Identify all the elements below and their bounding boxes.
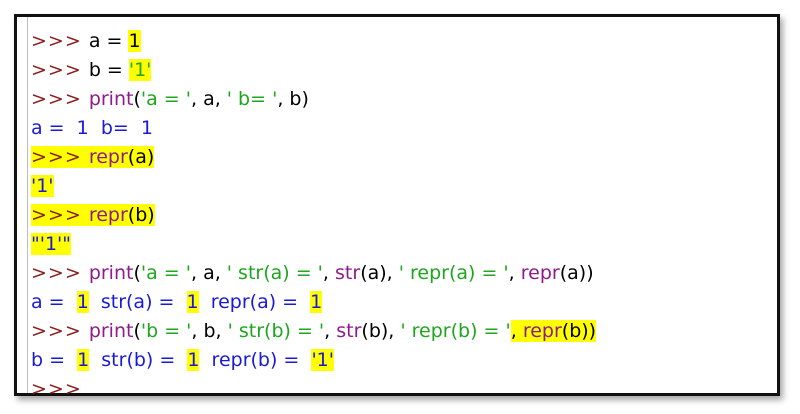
console-token: 1 bbox=[187, 349, 200, 371]
console-token: '1' bbox=[311, 349, 334, 371]
console-token: 1 bbox=[128, 30, 141, 52]
console-token: b = bbox=[31, 349, 78, 371]
prompt-marker: >>> bbox=[31, 378, 82, 400]
console-token: (a), bbox=[360, 262, 399, 284]
console-token: repr bbox=[522, 320, 562, 342]
console-token: str(b) = bbox=[89, 349, 188, 371]
prompt-marker: >>> bbox=[31, 146, 89, 168]
console-token: print bbox=[88, 320, 134, 342]
console-token: ( bbox=[133, 262, 141, 284]
console-token: (b) bbox=[127, 204, 155, 226]
console-token: str bbox=[336, 320, 362, 342]
prompt-marker: >>> bbox=[31, 88, 89, 110]
console-line: >>> repr(b) bbox=[31, 201, 767, 230]
console-token: ' b= ' bbox=[226, 88, 278, 110]
console-token: 1 bbox=[76, 291, 89, 313]
console-token: , bbox=[508, 262, 521, 284]
console-token: 'b = ' bbox=[140, 320, 192, 342]
console-token: 'a = ' bbox=[140, 262, 191, 284]
left-margin-rule bbox=[27, 17, 28, 393]
console-token: ' str(b) = ' bbox=[227, 320, 325, 342]
console-token: , a, bbox=[190, 88, 227, 110]
console-token: (a)) bbox=[559, 262, 594, 284]
prompt-marker: >>> bbox=[31, 320, 89, 342]
console-token: print bbox=[88, 262, 134, 284]
console-line: >>> print('b = ', b, ' str(b) = ', str(b… bbox=[31, 317, 767, 346]
console-line: >>> bbox=[31, 375, 767, 404]
python-shell-window: >>> a = 1>>> b = '1'>>> print('a = ', a,… bbox=[14, 14, 780, 400]
console-line: >>> repr(a) bbox=[31, 143, 767, 172]
console-token: ( bbox=[133, 88, 141, 110]
console-line: a = 1 b= 1 bbox=[31, 114, 767, 143]
prompt-marker: >>> bbox=[31, 262, 89, 284]
prompt-marker: >>> bbox=[31, 204, 89, 226]
console-token: , b) bbox=[277, 88, 309, 110]
console-output[interactable]: >>> a = 1>>> b = '1'>>> print('a = ', a,… bbox=[31, 27, 767, 404]
console-line: "'1'" bbox=[31, 230, 767, 259]
console-line: >>> print('a = ', a, ' b= ', b) bbox=[31, 85, 767, 114]
console-token: , a, bbox=[190, 262, 227, 284]
console-token: , bbox=[324, 320, 337, 342]
console-token: ' repr(b) = ' bbox=[400, 320, 511, 342]
console-token: repr(b) = bbox=[199, 349, 312, 371]
console-token: a = bbox=[31, 291, 77, 313]
console-token: ' repr(a) = ' bbox=[398, 262, 509, 284]
console-token: ( bbox=[133, 320, 141, 342]
console-token: str(a) = bbox=[88, 291, 187, 313]
console-token: , bbox=[322, 262, 336, 284]
console-token: '1' bbox=[128, 59, 152, 81]
console-token: ' str(a) = ' bbox=[226, 262, 323, 284]
prompt-marker: >>> bbox=[31, 59, 89, 81]
console-line: >>> print('a = ', a, ' str(a) = ', str(a… bbox=[31, 259, 767, 288]
console-token: repr bbox=[88, 204, 128, 226]
prompt-marker: >>> bbox=[31, 30, 89, 52]
console-line: >>> a = 1 bbox=[31, 27, 767, 56]
console-token: (b)) bbox=[561, 320, 597, 342]
console-token: (a) bbox=[127, 146, 155, 168]
console-token: 1 bbox=[77, 349, 90, 371]
console-line: '1' bbox=[31, 172, 767, 201]
console-token: 1 bbox=[310, 291, 323, 313]
console-token: str bbox=[335, 262, 361, 284]
console-token: a = 1 b= 1 bbox=[31, 117, 153, 139]
console-token: "'1'" bbox=[31, 233, 72, 255]
console-line: b = 1 str(b) = 1 repr(b) = '1' bbox=[31, 346, 767, 375]
console-token: '1' bbox=[31, 175, 54, 197]
console-token: , bbox=[510, 320, 523, 342]
console-token: (b), bbox=[361, 320, 401, 342]
console-token: b = bbox=[88, 59, 129, 81]
console-line: >>> b = '1' bbox=[31, 56, 767, 85]
console-token: repr(a) = bbox=[198, 291, 311, 313]
console-token: 'a = ' bbox=[140, 88, 191, 110]
console-token: repr bbox=[88, 146, 128, 168]
console-line: a = 1 str(a) = 1 repr(a) = 1 bbox=[31, 288, 767, 317]
console-token: repr bbox=[520, 262, 560, 284]
console-token: print bbox=[88, 88, 134, 110]
console-token: , b, bbox=[191, 320, 228, 342]
console-token: 1 bbox=[186, 291, 199, 313]
console-token: a = bbox=[88, 30, 129, 52]
